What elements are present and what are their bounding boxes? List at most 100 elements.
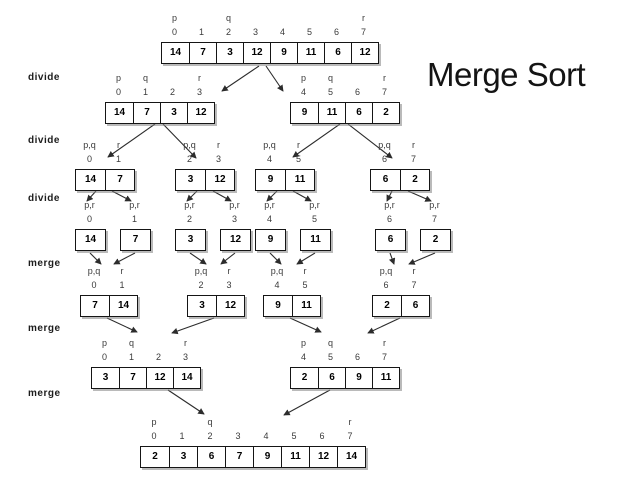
pointer-label: r xyxy=(412,140,415,150)
pointer-label: p,r xyxy=(429,200,440,210)
pointer-label: p,q xyxy=(378,140,391,150)
array-cell: 14 xyxy=(173,368,200,388)
index-label: 5 xyxy=(306,27,312,37)
array-cell: 7 xyxy=(132,234,139,245)
index-label: 5 xyxy=(295,154,301,164)
index-label: 4 xyxy=(266,154,272,164)
phase-label-divide: divide xyxy=(28,135,60,146)
array-cell: 9 xyxy=(275,300,281,311)
index-label: 0 xyxy=(151,431,157,441)
index-label: 0 xyxy=(171,27,177,37)
array-cell: 2 xyxy=(432,234,439,245)
array-cell: 7 xyxy=(119,368,146,388)
pointer-label: r xyxy=(184,338,187,348)
pointer-label xyxy=(269,12,296,26)
array-cell: 2 xyxy=(400,170,429,190)
array-cell: 7 xyxy=(225,447,253,467)
index-label: 3 xyxy=(196,87,202,97)
array-cell: 11 xyxy=(318,103,345,123)
array-cell: 14 xyxy=(84,174,97,185)
array-cell: 14 xyxy=(337,447,365,467)
divide-merge-arrow xyxy=(167,389,205,415)
pointer-label: q xyxy=(225,13,231,23)
divide-merge-arrow xyxy=(171,317,215,335)
array-cell: 6 xyxy=(382,174,389,185)
pointer-label xyxy=(188,12,215,26)
index-label: 5 xyxy=(302,280,308,290)
phase-label-merge: merge xyxy=(28,258,61,269)
index-label: 5 xyxy=(327,352,333,362)
index-label: 0 xyxy=(101,352,107,362)
index-label: 1 xyxy=(179,431,185,441)
phase-label-merge: merge xyxy=(28,388,61,399)
array-cell: 7 xyxy=(92,300,98,311)
array-cell: 12 xyxy=(187,103,214,123)
pointer-label: q xyxy=(128,338,134,348)
divide-merge-arrow xyxy=(388,252,396,265)
divide-merge-arrow xyxy=(221,65,260,92)
index-label: 0 xyxy=(86,214,92,224)
index-label: 2 xyxy=(207,431,213,441)
array-cell: 6 xyxy=(345,103,372,123)
divide-merge-arrow xyxy=(89,252,102,265)
index-label: 1 xyxy=(115,154,121,164)
index-label: 2 xyxy=(225,27,231,37)
array-cell: 12 xyxy=(351,43,378,63)
divide-merge-arrow xyxy=(189,252,207,265)
index-label: 0 xyxy=(86,154,92,164)
index-label: 3 xyxy=(226,280,232,290)
array-cell: 6 xyxy=(401,296,429,316)
index-label: 7 xyxy=(411,280,417,290)
pointer-label: p xyxy=(115,73,121,83)
pointer-label xyxy=(145,337,172,351)
array-cell: 3 xyxy=(187,234,194,245)
pointer-label xyxy=(224,416,252,430)
index-label: 6 xyxy=(386,214,392,224)
index-label: 2 xyxy=(169,87,175,97)
index-label: 4 xyxy=(279,27,285,37)
index-label: 4 xyxy=(263,431,269,441)
index-label: 6 xyxy=(319,431,325,441)
pointer-label: r xyxy=(362,13,365,23)
index-label: 4 xyxy=(300,87,306,97)
index-label: 1 xyxy=(119,280,125,290)
pointer-label: p,r xyxy=(384,200,395,210)
index-label: 4 xyxy=(274,280,280,290)
pointer-label: p xyxy=(300,73,306,83)
pointer-label: r xyxy=(120,266,124,276)
index-label: 4 xyxy=(266,214,272,224)
pointer-label xyxy=(168,416,196,430)
index-label: 0 xyxy=(91,280,97,290)
pointer-label: p,q xyxy=(87,266,101,276)
pointer-label: r xyxy=(348,417,352,427)
index-label: 6 xyxy=(333,27,339,37)
index-label: 2 xyxy=(155,352,161,362)
array-cell: 14 xyxy=(84,234,97,245)
pointer-label: r xyxy=(217,140,220,150)
array-cell: 9 xyxy=(301,107,308,118)
array-cell: 12 xyxy=(309,447,337,467)
array-cell: 6 xyxy=(324,43,351,63)
index-label: 3 xyxy=(235,431,241,441)
pointer-label: p,q xyxy=(183,140,196,150)
pointer-label: p xyxy=(300,338,306,348)
pointer-label: p,r xyxy=(184,200,195,210)
pointer-label xyxy=(252,416,280,430)
pointer-label xyxy=(296,12,323,26)
array-cell: 9 xyxy=(270,43,297,63)
divide-merge-arrow xyxy=(289,317,322,333)
array-cell: 11 xyxy=(292,296,320,316)
pointer-label: p,r xyxy=(309,200,320,210)
array-cell: 9 xyxy=(253,447,281,467)
pointer-label: p,r xyxy=(129,200,140,210)
array-cell: 3 xyxy=(216,43,243,63)
index-label: 6 xyxy=(381,154,387,164)
phase-label-merge: merge xyxy=(28,323,61,334)
pointer-label: p,q xyxy=(194,266,208,276)
